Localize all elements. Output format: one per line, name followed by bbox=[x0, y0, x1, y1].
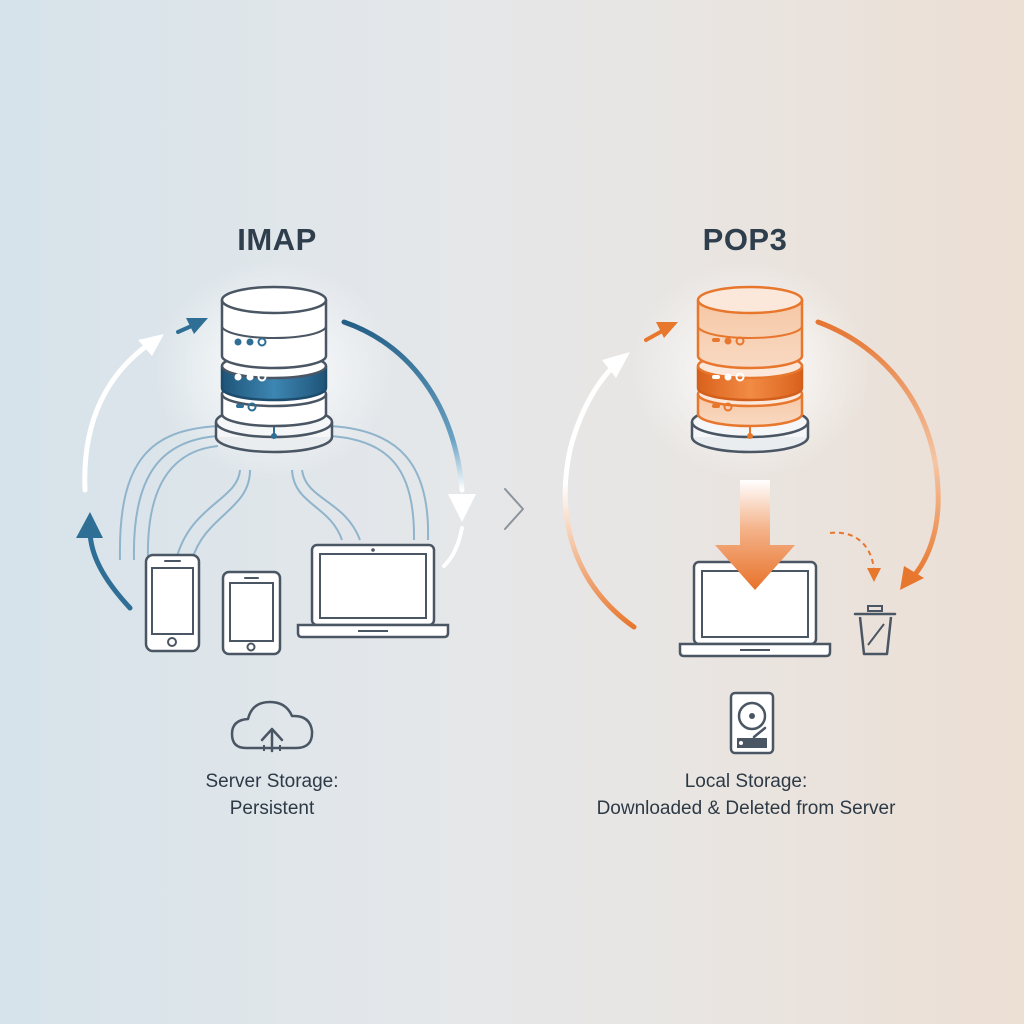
imap-caption-line2: Persistent bbox=[229, 798, 315, 819]
right-arc-top-arrowhead bbox=[656, 322, 678, 338]
left-arc-right bbox=[341, 319, 465, 493]
left-arc-top-small-arrowhead bbox=[186, 318, 208, 334]
right-arc-left-arrowhead bbox=[602, 352, 630, 378]
left-laptop-icon bbox=[296, 543, 450, 639]
chevron-right-icon bbox=[504, 488, 524, 530]
imap-title: IMAP bbox=[237, 222, 317, 257]
left-arc-right-arrowhead bbox=[448, 494, 476, 522]
trash-icon bbox=[853, 605, 897, 656]
sync-wave-lines bbox=[118, 425, 430, 561]
left-arc-top-arrowhead bbox=[138, 334, 164, 356]
pop3-caption: Local Storage: Downloaded & Deleted from… bbox=[546, 768, 946, 822]
dashed-delete-arrow bbox=[829, 531, 875, 571]
left-server-icon bbox=[214, 285, 334, 454]
left-arc-bottom-arrowhead bbox=[76, 512, 103, 538]
left-arc-right-tail bbox=[442, 526, 464, 568]
imap-caption: Server Storage: Persistent bbox=[142, 768, 402, 822]
hard-drive-icon bbox=[729, 691, 775, 755]
left-arc-top-left bbox=[82, 339, 155, 493]
download-arrow-icon bbox=[715, 480, 795, 590]
right-arc-right-arrowhead bbox=[900, 566, 924, 590]
left-arc-bottom-left bbox=[87, 527, 133, 611]
tablet-icon bbox=[221, 570, 282, 656]
right-arc-right bbox=[815, 319, 941, 581]
right-server-icon bbox=[690, 285, 810, 454]
right-laptop-icon bbox=[678, 560, 832, 658]
smartphone-icon bbox=[144, 553, 201, 653]
imap-caption-line1: Server Storage: bbox=[205, 771, 339, 792]
cloud-upload-icon bbox=[230, 700, 314, 753]
pop3-caption-line1: Local Storage: bbox=[684, 771, 808, 792]
pop3-title: POP3 bbox=[702, 222, 788, 257]
dashed-delete-arrowhead bbox=[867, 568, 881, 582]
right-arc-left bbox=[562, 365, 637, 630]
pop3-caption-line2: Downloaded & Deleted from Server bbox=[596, 798, 896, 819]
